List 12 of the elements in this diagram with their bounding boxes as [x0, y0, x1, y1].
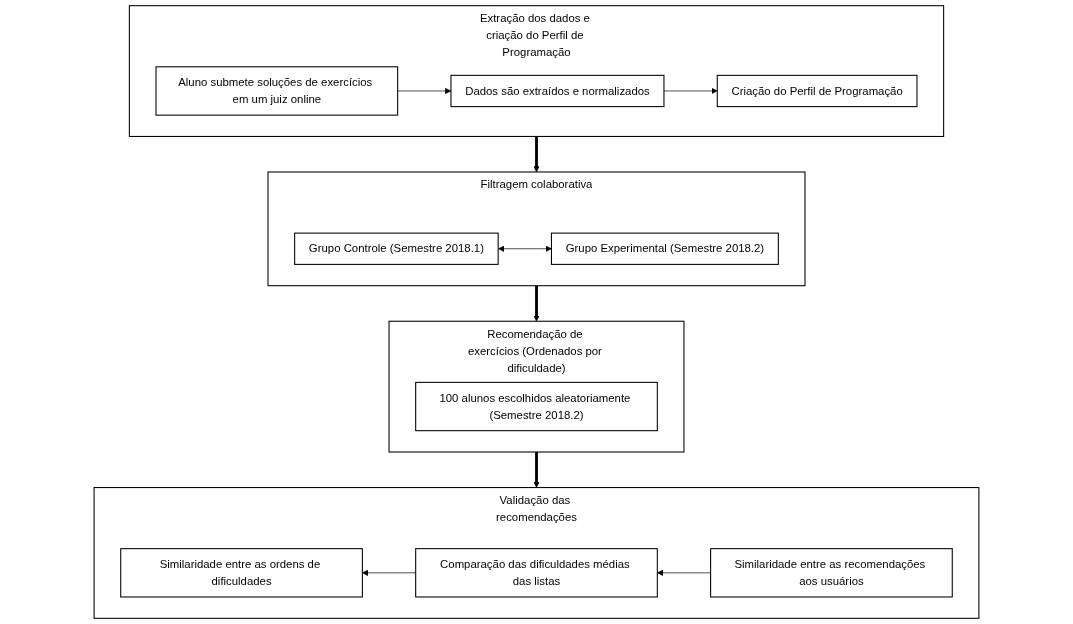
node-box: Similaridade entre as ordens de dificuldades	[120, 548, 363, 598]
node-box: Criação do Perfil de Programação	[716, 74, 918, 108]
arrow	[533, 136, 540, 173]
node-box: Comparação das dificuldades médias das listas	[415, 548, 658, 598]
node-box: 100 alunos escolhidos aleatoriamente (Semestre 2018.2)	[415, 381, 658, 432]
node-box: Aluno submete soluções de exercícios em um juiz online	[155, 66, 399, 116]
node-box: Grupo Experimental (Semestre 2018.2)	[550, 232, 779, 265]
node-box: Grupo Controle (Semestre 2018.1)	[294, 232, 499, 265]
node-box: Similaridade entre as recomendações aos usuários	[710, 548, 953, 598]
arrow	[533, 285, 540, 322]
node-box: Dados são extraídos e normalizados	[450, 74, 665, 108]
arrow	[533, 452, 540, 488]
